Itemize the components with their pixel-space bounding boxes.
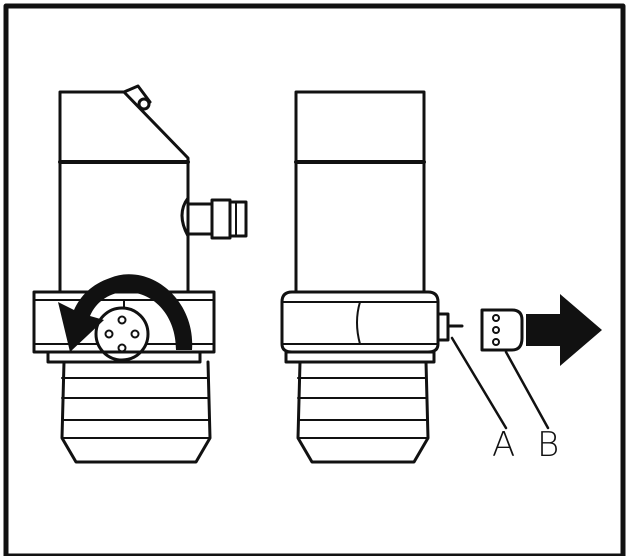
thread-right <box>284 350 436 464</box>
device-left <box>32 84 248 464</box>
leader-line-a <box>450 336 508 430</box>
housing-left <box>58 90 190 294</box>
connector-face <box>94 306 150 362</box>
thread-left <box>46 350 212 464</box>
device-right <box>280 90 464 464</box>
rotate-arrow-icon <box>58 274 193 352</box>
figure-frame <box>3 3 626 556</box>
hex-nut-right <box>280 290 440 354</box>
removed-cap <box>480 308 524 352</box>
pin-stub <box>436 312 464 342</box>
housing-right <box>294 90 426 294</box>
callout-label-a: A <box>492 425 516 465</box>
leader-line-b <box>504 350 550 430</box>
cable-gland <box>180 196 248 240</box>
callout-label-b: B <box>537 425 560 465</box>
pull-arrow-icon <box>526 294 602 366</box>
